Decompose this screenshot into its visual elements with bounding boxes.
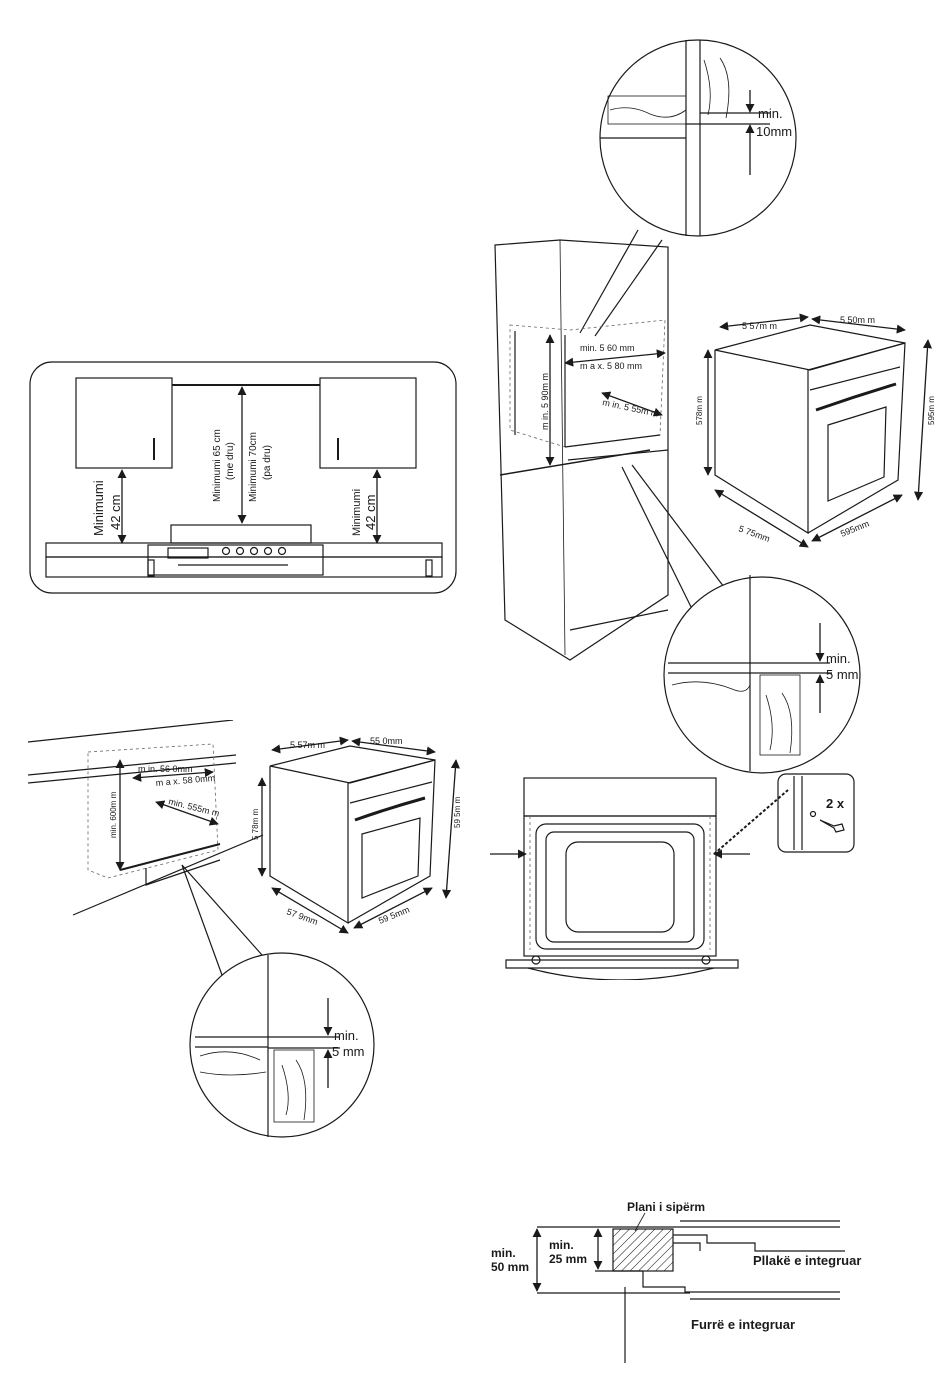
right-oven-557: 5 57m m	[742, 321, 777, 331]
oven-front-diagram: 2 x	[488, 770, 858, 980]
oven-body	[523, 815, 717, 957]
right-oven-578: 578m m	[695, 396, 704, 425]
oven-control-panel	[523, 777, 717, 817]
tall-depth-min: m in. 5 55m m	[602, 397, 660, 419]
right-label-2: 42 cm	[363, 495, 378, 530]
detail-circle-bottom: min. 5 mm	[170, 860, 400, 1145]
oven-window	[565, 841, 675, 933]
oven-iso-right: 5 57m m 5 50m m 578m m 595m m 5 75mm 595…	[690, 305, 940, 550]
detail-circle-mid: min. 5 mm	[610, 455, 885, 780]
under-width-min: m in. 56 0mm	[138, 764, 193, 774]
hob	[170, 524, 312, 544]
tall-width-min: min. 5 60 mm	[580, 343, 635, 353]
tall-cabinet-diagram: min. 5 60 mm m a x. 5 80 mm m in. 5 55m …	[490, 235, 690, 665]
countertop-section	[612, 1228, 674, 1272]
right-label-1: Minimumi	[351, 489, 363, 536]
tall-height-min: m in. 5 90m m	[540, 373, 550, 430]
detail-bottom-label-1: min.	[334, 1028, 359, 1043]
section-hob-label: Pllakë e integruar	[753, 1253, 861, 1268]
center-a-2: (me dru)	[225, 442, 236, 480]
tall-width-max: m a x. 5 80 mm	[580, 361, 642, 371]
detail-mid-label-1: min.	[826, 651, 851, 666]
right-oven-595h: 595m m	[927, 396, 936, 425]
left-wall-cabinet	[75, 377, 173, 469]
screw-detail-box	[777, 773, 855, 853]
right-oven-550: 5 50m m	[840, 315, 875, 325]
section-min50-1: min.	[491, 1246, 516, 1260]
detail-mid-label-2: 5 mm	[826, 667, 859, 682]
under-height-min: min. 600m m	[109, 791, 118, 838]
left-oven-595h: 59 5m m	[453, 797, 462, 828]
detail-bottom-label-2: 5 mm	[332, 1044, 365, 1059]
center-b-2: (pa dru)	[262, 445, 273, 480]
center-a-1: Minimumi 65 cm	[212, 429, 223, 502]
section-min50-2: 50 mm	[491, 1260, 529, 1274]
screw-icon	[819, 819, 845, 833]
under-counter-diagram: m in. 56 0mm m a x. 58 0mm min. 555m m m…	[28, 720, 268, 920]
detail-circle-top: min. 10mm	[570, 0, 830, 340]
section-top-label: Plani i sipërm	[627, 1200, 705, 1214]
detail-top-label-2: 10mm	[756, 124, 792, 139]
left-oven-550: 55 0mm	[370, 736, 403, 746]
center-b-1: Minimumi 70cm	[248, 432, 259, 502]
left-oven-557: 5 57m m	[290, 740, 325, 750]
left-oven-578: 5 78m m	[251, 809, 260, 840]
section-oven-label: Furrë e integruar	[691, 1317, 795, 1332]
section-diagram: Plani i sipërm min. 50 mm min. 25 mm Pll…	[485, 1195, 885, 1370]
detail-top-label-1: min.	[758, 106, 783, 121]
oven-iso-left: 5 57m m 55 0mm 5 78m m 59 5m m 57 9mm 59…	[250, 728, 465, 938]
right-wall-cabinet	[319, 377, 417, 469]
clearance-frame	[29, 361, 457, 594]
section-min25-2: 25 mm	[549, 1252, 587, 1266]
left-label-2: 42 cm	[108, 495, 123, 530]
left-label-1: Minimumi	[91, 480, 106, 536]
screw-count: 2 x	[826, 796, 845, 811]
section-min25-1: min.	[549, 1238, 574, 1252]
clearance-diagram: Minimumi 42 cm Minimumi 65 cm (me dru) M…	[28, 360, 458, 595]
